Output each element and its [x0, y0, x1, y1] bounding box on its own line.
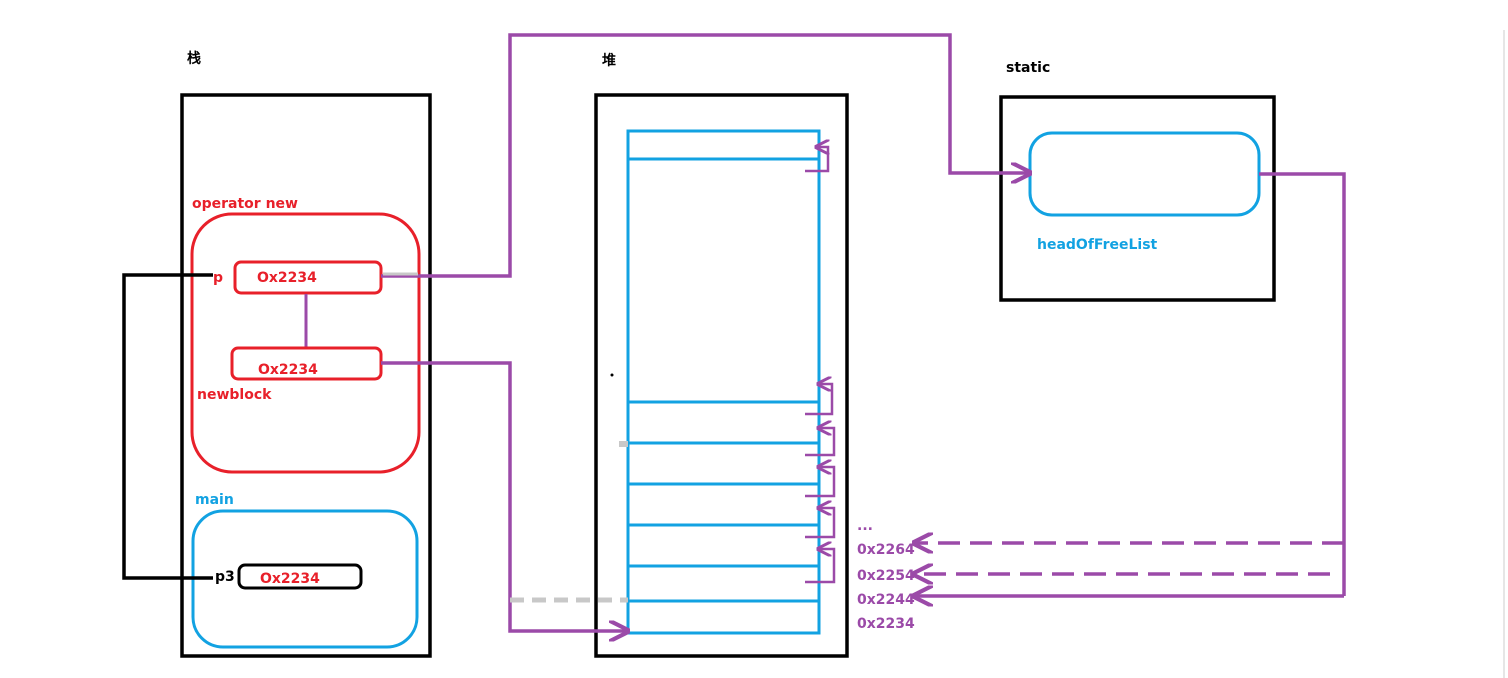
p-to-head-arrow — [381, 33, 1030, 278]
address-0x2244: 0x2244 — [857, 592, 915, 608]
head-of-free-list-label: headOfFreeList — [1037, 237, 1158, 253]
p-value: Ox2234 — [257, 270, 317, 286]
head-to-list-line — [1259, 172, 1346, 596]
p-p3-link — [122, 273, 213, 580]
static-box — [999, 95, 1276, 302]
heap-block-dividers — [628, 157, 819, 603]
stack-box — [180, 93, 432, 658]
operator-new-frame — [190, 212, 421, 474]
heap-box — [594, 93, 849, 658]
heap-title: 堆 — [602, 52, 616, 69]
main-label: main — [195, 492, 234, 508]
p3-value-box — [237, 563, 363, 590]
address-0x2254: 0x2254 — [857, 568, 915, 584]
newblock-value: Ox2234 — [258, 362, 318, 378]
operator-new-label: operator new — [192, 196, 298, 212]
heap-memory-pool — [626, 129, 821, 635]
address-ellipsis: ... — [857, 518, 873, 534]
free-list-next-arrows — [805, 147, 836, 584]
static-title: static — [1006, 60, 1050, 76]
newblock-label: newblock — [197, 387, 272, 403]
stack-title: 栈 — [187, 50, 201, 67]
address-0x2234: 0x2234 — [857, 616, 915, 632]
newblock-to-heap-arrow — [381, 361, 628, 631]
p3-value: Ox2234 — [260, 571, 320, 587]
p-label: p — [213, 270, 223, 286]
dot-mark — [610, 373, 614, 377]
p3-label: p3 — [215, 569, 235, 585]
head-of-free-list-box — [1028, 131, 1261, 217]
address-0x2264: 0x2264 — [857, 542, 915, 558]
